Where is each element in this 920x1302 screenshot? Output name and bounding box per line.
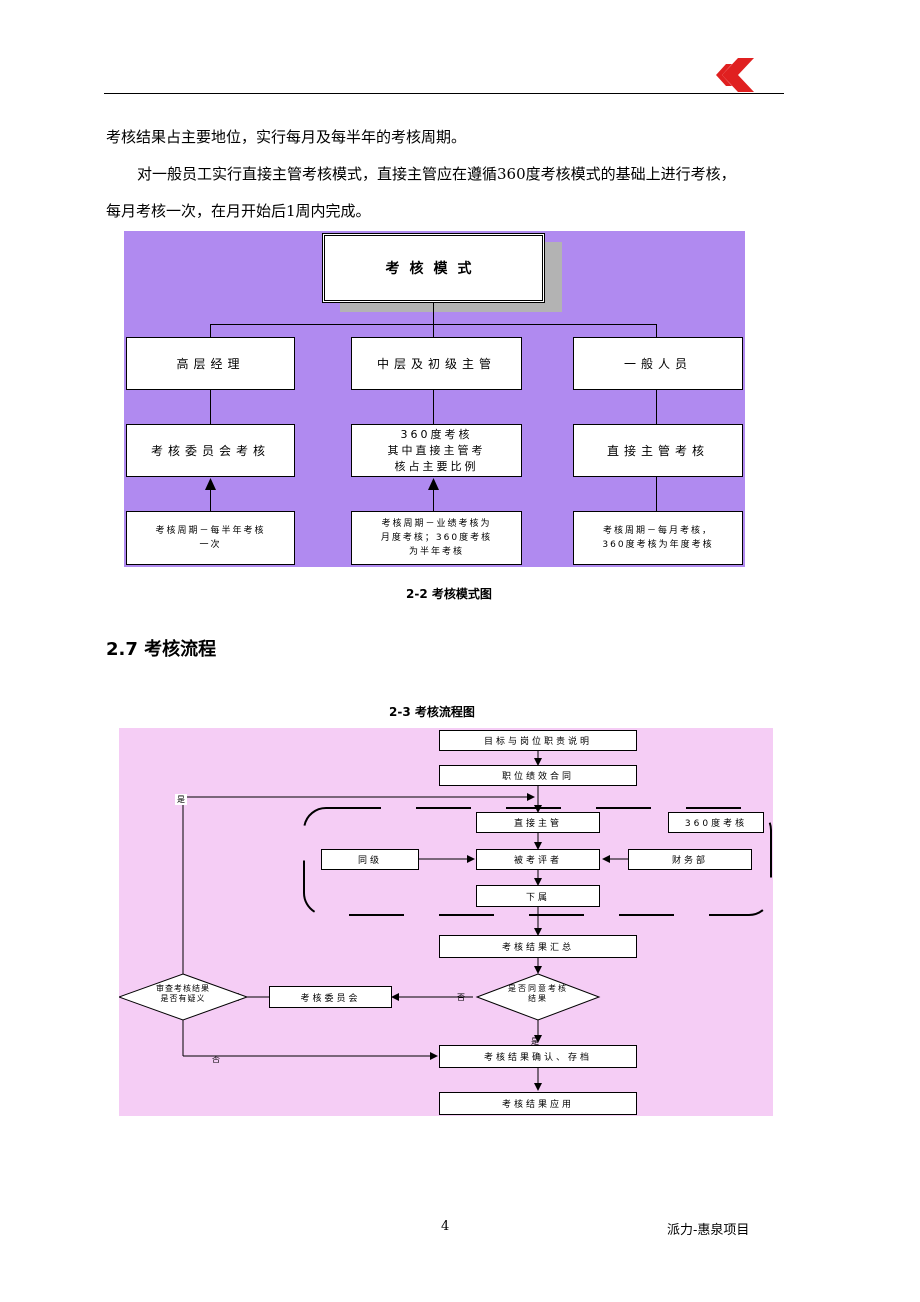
role-box-middle: 中层及初级主管 bbox=[351, 337, 522, 390]
paragraph-line: 每月考核一次，在月开始后1周内完成。 bbox=[106, 202, 371, 220]
method-line: 360度考核 bbox=[400, 427, 473, 441]
method-line: 其中直接主管考 bbox=[387, 443, 486, 457]
role-box-senior: 高层经理 bbox=[126, 337, 295, 390]
connector bbox=[433, 324, 434, 337]
label-no: 否 bbox=[457, 993, 465, 1002]
arrows bbox=[205, 477, 657, 511]
cycle-box-general: 考核周期－每月考核， 360度考核为年度考核 bbox=[573, 511, 743, 565]
cycle-line: 考核周期－每半年考核 bbox=[155, 526, 266, 536]
flow-step-goals: 目标与岗位职责说明 bbox=[439, 730, 637, 751]
decision-diamond-agree bbox=[475, 973, 601, 1021]
flow-step-finance: 财务部 bbox=[628, 849, 752, 870]
label-yes: 是 bbox=[175, 794, 187, 805]
method-line: 核占主要比例 bbox=[394, 459, 479, 473]
cycle-line: 月度考核；360度考核 bbox=[380, 533, 493, 543]
label-no: 否 bbox=[212, 1055, 220, 1064]
label-yes: 是 bbox=[531, 1037, 539, 1046]
figure-caption: 2-2 考核模式图 bbox=[406, 587, 492, 601]
method-box-360: 360度考核 其中直接主管考 核占主要比例 bbox=[351, 424, 522, 477]
flow-step-subordinate: 下属 bbox=[476, 885, 600, 907]
flow-step-summary: 考核结果汇总 bbox=[439, 935, 637, 958]
flow-step-supervisor: 直接主管 bbox=[476, 812, 600, 833]
method-box-committee: 考核委员会考核 bbox=[126, 424, 295, 477]
cycle-box-middle: 考核周期－业绩考核为 月度考核；360度考核 为半年考核 bbox=[351, 511, 522, 565]
footer-project: 派力-惠泉项目 bbox=[667, 1223, 750, 1238]
connector bbox=[656, 324, 657, 337]
flow-step-appraisee: 被考评者 bbox=[476, 849, 600, 870]
decision-text-review: 审查考核结果 是否有疑义 bbox=[129, 984, 237, 1004]
connector bbox=[656, 390, 657, 424]
role-box-general: 一般人员 bbox=[573, 337, 743, 390]
cycle-line: 考核周期－业绩考核为 bbox=[381, 519, 492, 529]
company-logo-icon bbox=[716, 58, 754, 92]
flow-tag-360: 360度考核 bbox=[668, 812, 764, 833]
assessment-mode-diagram: 考核模式 高层经理 中层及初级主管 一般人员 考核委员会考核 360度考核 其中… bbox=[124, 231, 745, 567]
connector bbox=[433, 303, 434, 325]
cycle-line: 一次 bbox=[199, 540, 222, 550]
up-arrow-icon bbox=[428, 478, 439, 490]
page-number: 4 bbox=[441, 1219, 450, 1234]
cycle-line: 360度考核为年度考核 bbox=[602, 540, 714, 550]
flow-step-apply: 考核结果应用 bbox=[439, 1092, 637, 1115]
section-title: 2.7 考核流程 bbox=[106, 639, 217, 660]
method-box-direct: 直接主管考核 bbox=[573, 424, 743, 477]
connector bbox=[433, 390, 434, 424]
decision-line: 是否同意考核 bbox=[508, 984, 568, 993]
flow-lines bbox=[119, 751, 772, 1091]
decision-diamond-review bbox=[119, 973, 249, 1021]
flow-step-contract: 职位绩效合同 bbox=[439, 765, 637, 786]
header-rule bbox=[104, 93, 784, 94]
paragraph-line: 对一般员工实行直接主管考核模式，直接主管应在遵循360度考核模式的基础上进行考核… bbox=[137, 165, 736, 183]
assessment-flow-diagram: 目标与岗位职责说明 职位绩效合同 直接主管 360度考核 同级 被考评者 财务部… bbox=[119, 728, 773, 1116]
decision-line: 审查考核结果 bbox=[156, 984, 210, 993]
cycle-line: 为半年考核 bbox=[408, 547, 464, 557]
connector bbox=[210, 324, 211, 337]
flow-step-peer: 同级 bbox=[321, 849, 419, 870]
figure-caption: 2-3 考核流程图 bbox=[389, 705, 475, 719]
paragraph-line: 考核结果占主要地位，实行每月及每半年的考核周期。 bbox=[106, 128, 467, 146]
decision-line: 是否有疑义 bbox=[160, 994, 206, 1003]
connector bbox=[210, 390, 211, 424]
diagram-top-box: 考核模式 bbox=[322, 233, 545, 303]
cycle-line: 考核周期－每月考核， bbox=[602, 526, 713, 536]
decision-text-agree: 是否同意考核 结果 bbox=[489, 984, 587, 1004]
up-arrow-icon bbox=[205, 478, 216, 490]
flow-step-committee: 考核委员会 bbox=[269, 986, 392, 1008]
cycle-box-senior: 考核周期－每半年考核 一次 bbox=[126, 511, 295, 565]
decision-line: 结果 bbox=[528, 994, 548, 1003]
flow-step-confirm: 考核结果确认、存档 bbox=[439, 1045, 637, 1068]
